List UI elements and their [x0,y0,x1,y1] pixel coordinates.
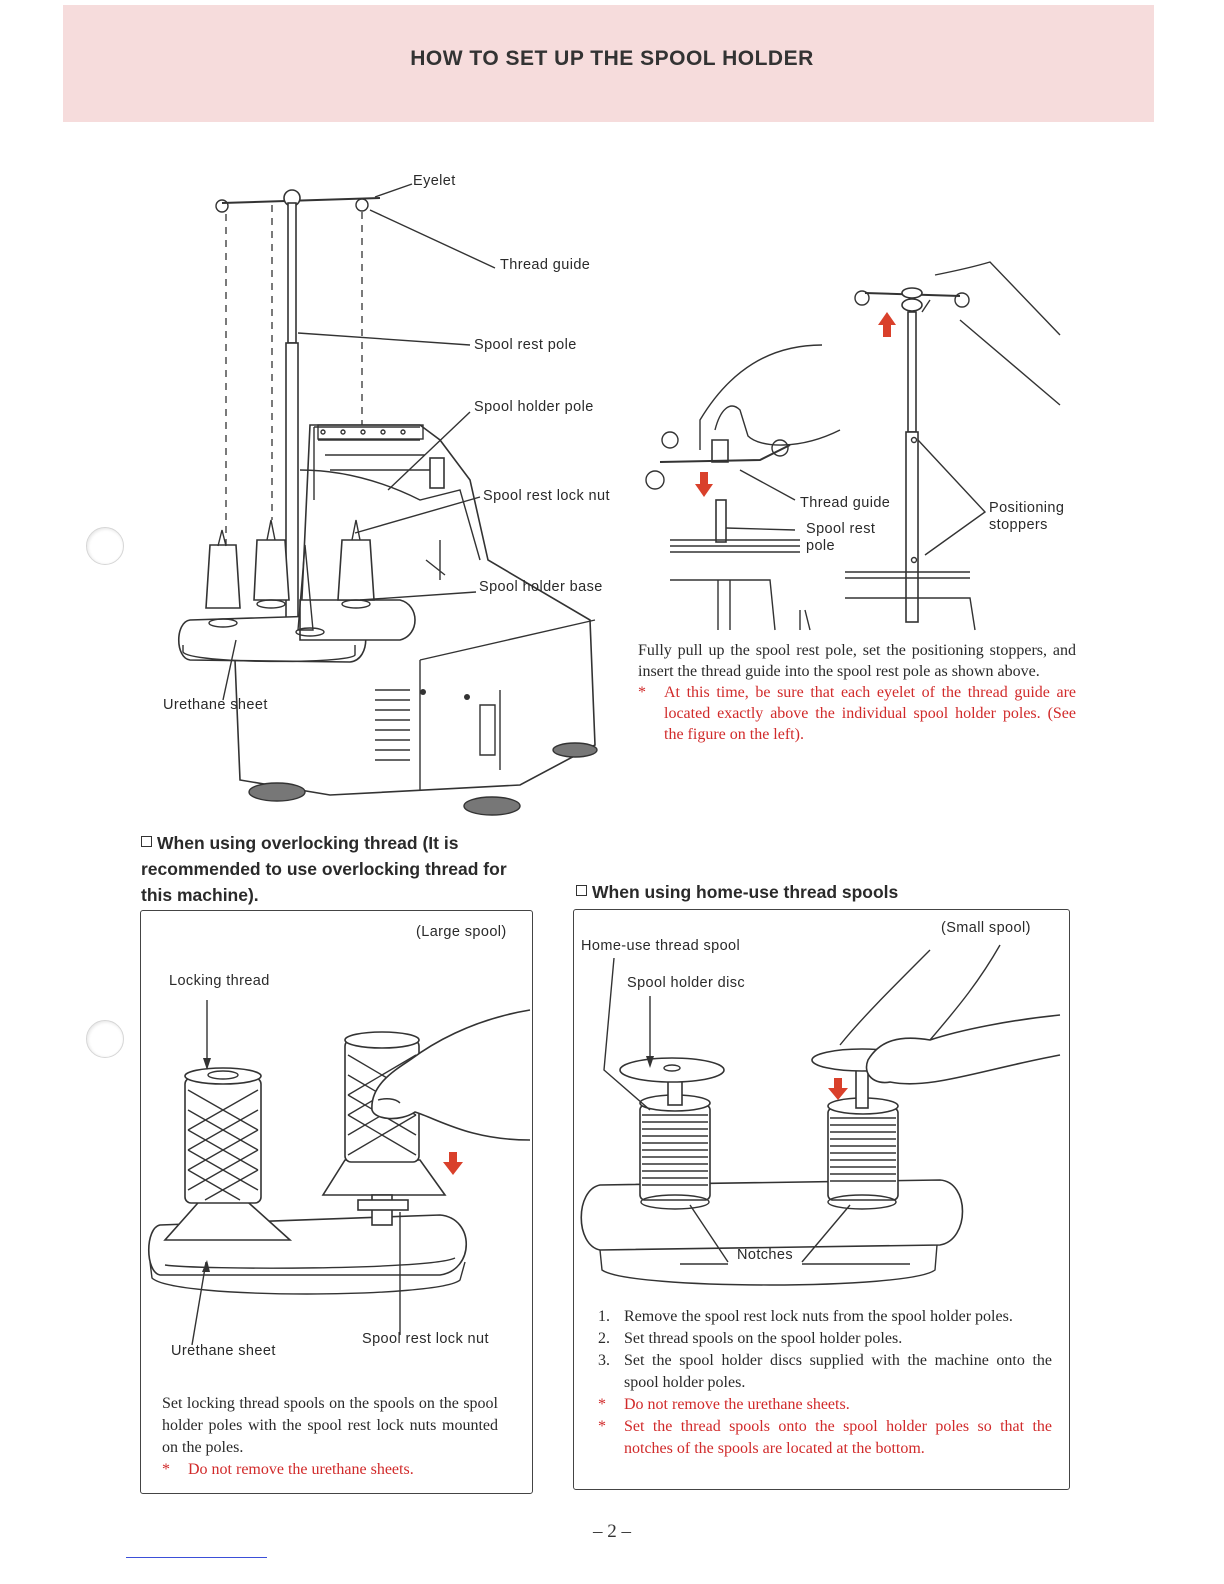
note-mark: * [598,1396,606,1413]
page-number: – 2 – [593,1521,631,1542]
step-text: Set the spool holder discs supplied with… [624,1352,1052,1391]
step-item: 2. Set thread spools on the spool holder … [598,1328,1052,1350]
label-thread-guide-right: Thread guide [800,495,891,511]
top-right-paragraph: Fully pull up the spool rest pole, set t… [638,640,1076,745]
label-notches: Notches [737,1247,793,1263]
note-item: * Do not remove the urethane sheets. [598,1394,1052,1416]
note-text: Do not remove the urethane sheets. [624,1396,850,1413]
label-positioning-line1: Positioning [989,500,1065,516]
step-text: Set thread spools on the spool holder po… [624,1330,903,1347]
note-item: * Set the thread spools onto the spool ho… [598,1416,1052,1460]
top-right-note: * At this time, be sure that each eyelet… [638,682,1076,745]
label-home-use-thread-spool: Home-use thread spool [581,938,741,954]
top-right-text: Fully pull up the spool rest pole, set t… [638,642,1076,680]
section-heading-overlock: When using overlocking thread (It is rec… [141,830,541,908]
label-positioning-line2: stoppers [989,517,1048,533]
note-mark: * [162,1461,170,1478]
step-item: 3. Set the spool holder discs supplied wi… [598,1350,1052,1394]
home-use-box [573,909,1070,1490]
note-text: Do not remove the urethane sheets. [188,1461,414,1478]
square-outline-icon [576,885,587,896]
label-eyelet: Eyelet [413,173,456,189]
home-use-instructions: 1. Remove the spool rest lock nuts from t… [598,1306,1052,1460]
label-spool-rest-line1: Spool rest [806,521,876,537]
label-urethane-sheet-box: Urethane sheet [171,1343,276,1359]
note-text: At this time, be sure that each eyelet o… [664,684,1076,743]
header-band [63,5,1154,122]
label-thread-guide: Thread guide [500,257,591,273]
overlock-text: Set locking thread spools on the spools … [162,1395,498,1456]
label-spool-holder-base: Spool holder base [479,579,603,595]
binding-hole-top [86,527,124,565]
footer-rule [126,1557,267,1558]
step-item: 1. Remove the spool rest lock nuts from t… [598,1306,1052,1328]
section-heading-home-text: When using home-use thread spools [592,882,899,902]
section-heading-overlock-text: When using overlocking thread (It is rec… [141,833,507,905]
label-spool-rest-pole: Spool rest pole [474,337,577,353]
label-spool-rest-line2: pole [806,538,836,554]
step-number: 2. [598,1330,610,1347]
label-spool-holder-pole: Spool holder pole [474,399,594,415]
page-title: HOW TO SET UP THE SPOOL HOLDER [410,47,814,70]
label-urethane-sheet: Urethane sheet [163,697,268,713]
label-spool-rest-lock-nut-box: Spool rest lock nut [362,1331,489,1347]
step-number: 1. [598,1308,610,1325]
binding-hole-bottom [86,1020,124,1058]
note-mark: * [638,684,646,701]
overlock-box [140,910,533,1494]
steps-list: 1. Remove the spool rest lock nuts from t… [598,1306,1052,1460]
label-spool-holder-disc: Spool holder disc [627,975,746,991]
overlock-note: * Do not remove the urethane sheets. [162,1459,498,1481]
label-large-spool: (Large spool) [416,924,507,940]
section-heading-home: When using home-use thread spools [576,879,976,905]
step-number: 3. [598,1352,610,1369]
overlock-paragraph: Set locking thread spools on the spools … [162,1393,498,1481]
note-text: Set the thread spools onto the spool hol… [624,1418,1052,1457]
note-mark: * [598,1418,606,1435]
label-small-spool: (Small spool) [941,920,1031,936]
square-outline-icon [141,836,152,847]
label-locking-thread: Locking thread [169,973,270,989]
label-spool-rest-lock-nut: Spool rest lock nut [483,488,610,504]
step-text: Remove the spool rest lock nuts from the… [624,1308,1013,1325]
